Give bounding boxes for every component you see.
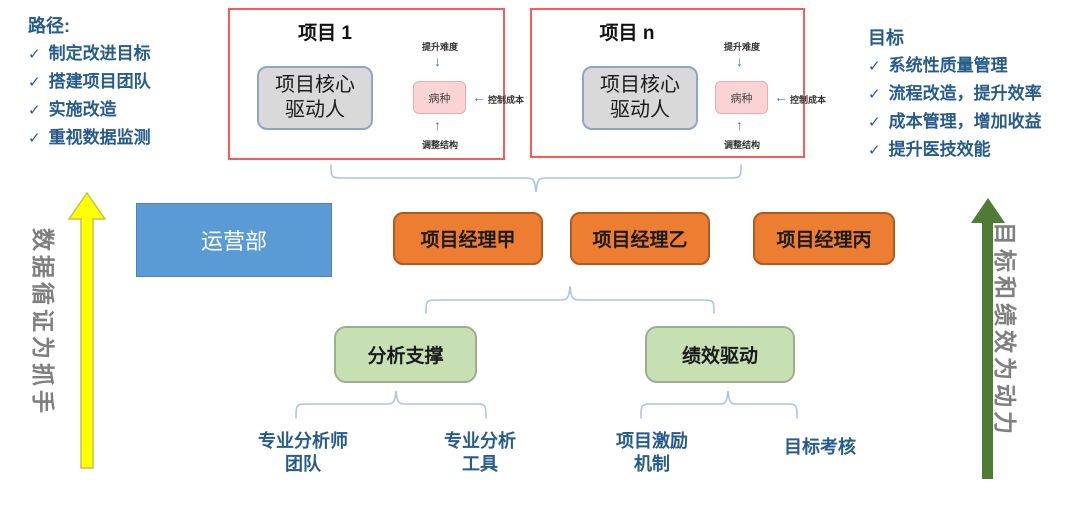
arrow-down-icon: ↓ bbox=[736, 53, 743, 69]
control-cost-label: 控制成本 bbox=[488, 95, 525, 105]
goal-item: ✓ 提升医技效能 bbox=[868, 136, 1042, 164]
managers-to-supports-brace bbox=[425, 285, 715, 314]
path-item: ✓ 制定改进目标 bbox=[28, 40, 151, 68]
goal-item-label: 提升医技效能 bbox=[888, 140, 991, 159]
raise-difficulty-label: 提升难度 bbox=[421, 42, 458, 52]
project-manager-a-box: 项目经理甲 bbox=[393, 212, 543, 265]
project-incentive-line2: 机制 bbox=[634, 453, 670, 474]
project-core-driver-box: 项目核心 驱动人 bbox=[257, 66, 373, 130]
analysis-tools-line1: 专业分析 bbox=[444, 431, 516, 451]
goal-item: ✓ 成本管理，增加收益 bbox=[868, 108, 1042, 136]
project-1-box: 项目 1 项目核心 驱动人 提升难度 ↓ 病种 ← 控制成本 ↑ 调整结构 bbox=[228, 8, 524, 160]
path-item: ✓ 重视数据监测 bbox=[28, 124, 151, 152]
path-item-label: 搭建项目团队 bbox=[48, 72, 151, 91]
goal-item-label: 系统性质量管理 bbox=[888, 56, 1008, 75]
driver-label-line2: 驱动人 bbox=[610, 99, 670, 121]
check-icon: ✓ bbox=[868, 142, 881, 159]
check-icon: ✓ bbox=[868, 114, 881, 131]
analysis-tools-label: 专业分析 工具 bbox=[410, 430, 550, 475]
project-incentive-label: 项目激励 机制 bbox=[582, 430, 722, 475]
goal-block: 目标 ✓ 系统性质量管理 ✓ 流程改造，提升效率 ✓ 成本管理，增加收益 ✓ 提… bbox=[868, 24, 1042, 164]
driver-label-line2: 驱动人 bbox=[285, 99, 345, 121]
green-up-arrow-icon bbox=[971, 198, 1005, 479]
driver-label-line1: 项目核心 bbox=[600, 74, 680, 96]
project-incentive-line1: 项目激励 bbox=[616, 431, 688, 451]
project-n-box: 项目 n 项目核心 驱动人 提升难度 ↓ 病种 ← 控制成本 ↑ 调整结构 bbox=[530, 8, 826, 158]
projects-to-managers-brace bbox=[330, 164, 742, 193]
analyst-team-line1: 专业分析师 bbox=[258, 431, 348, 451]
operations-dept-box: 运营部 bbox=[136, 203, 332, 277]
arrow-left-icon: ← bbox=[774, 89, 788, 105]
left-axis-label: 数据循证为抓手 bbox=[30, 228, 56, 417]
path-block: 路径: ✓ 制定改进目标 ✓ 搭建项目团队 ✓ 实施改造 ✓ 重视数据监测 bbox=[28, 12, 151, 152]
goal-assessment-label: 目标考核 bbox=[784, 437, 856, 457]
disease-type-box: 病种 bbox=[413, 81, 466, 114]
goal-item-label: 流程改造，提升效率 bbox=[888, 84, 1042, 103]
path-item: ✓ 实施改造 bbox=[28, 96, 151, 124]
goal-block-title: 目标 bbox=[868, 28, 904, 48]
adjust-structure-label: 调整结构 bbox=[421, 140, 458, 150]
path-item-label: 重视数据监测 bbox=[48, 128, 151, 147]
project-manager-b-box: 项目经理乙 bbox=[570, 212, 710, 265]
yellow-up-arrow-icon bbox=[68, 192, 107, 469]
analyst-team-line2: 团队 bbox=[285, 453, 321, 474]
path-block-title: 路径: bbox=[28, 16, 70, 36]
check-icon: ✓ bbox=[28, 46, 41, 63]
check-icon: ✓ bbox=[28, 74, 41, 91]
adjust-structure-label: 调整结构 bbox=[723, 140, 760, 150]
project-manager-c-box: 项目经理丙 bbox=[753, 212, 895, 265]
disease-type-box: 病种 bbox=[715, 81, 768, 114]
performance-drive-box: 绩效驱动 bbox=[645, 326, 795, 383]
check-icon: ✓ bbox=[28, 130, 41, 147]
arrow-left-icon: ← bbox=[472, 89, 486, 105]
raise-difficulty-label: 提升难度 bbox=[723, 42, 760, 52]
right-axis-label: 目标和绩效为动力 bbox=[992, 222, 1018, 438]
arrow-down-icon: ↓ bbox=[434, 53, 441, 69]
project-n-title: 项目 n bbox=[599, 23, 655, 44]
analyst-team-label: 专业分析师 团队 bbox=[233, 430, 373, 475]
goal-item: ✓ 系统性质量管理 bbox=[868, 52, 1042, 80]
check-icon: ✓ bbox=[868, 86, 881, 103]
analysis-support-box: 分析支撑 bbox=[334, 326, 477, 383]
path-item: ✓ 搭建项目团队 bbox=[28, 68, 151, 96]
goal-item-label: 成本管理，增加收益 bbox=[888, 112, 1042, 131]
project-core-driver-box: 项目核心 驱动人 bbox=[582, 66, 698, 130]
arrow-up-icon: ↑ bbox=[736, 117, 743, 133]
driver-label-line1: 项目核心 bbox=[275, 74, 355, 96]
check-icon: ✓ bbox=[868, 58, 881, 75]
performance-leaves-brace bbox=[640, 390, 798, 419]
analysis-leaves-brace bbox=[295, 390, 487, 419]
arrow-up-icon: ↑ bbox=[434, 117, 441, 133]
goal-item: ✓ 流程改造，提升效率 bbox=[868, 80, 1042, 108]
check-icon: ✓ bbox=[28, 102, 41, 119]
analysis-tools-line2: 工具 bbox=[462, 453, 498, 474]
control-cost-label: 控制成本 bbox=[790, 95, 827, 105]
path-item-label: 实施改造 bbox=[48, 100, 117, 119]
project-1-title: 项目 1 bbox=[298, 23, 352, 44]
path-item-label: 制定改进目标 bbox=[48, 44, 151, 63]
